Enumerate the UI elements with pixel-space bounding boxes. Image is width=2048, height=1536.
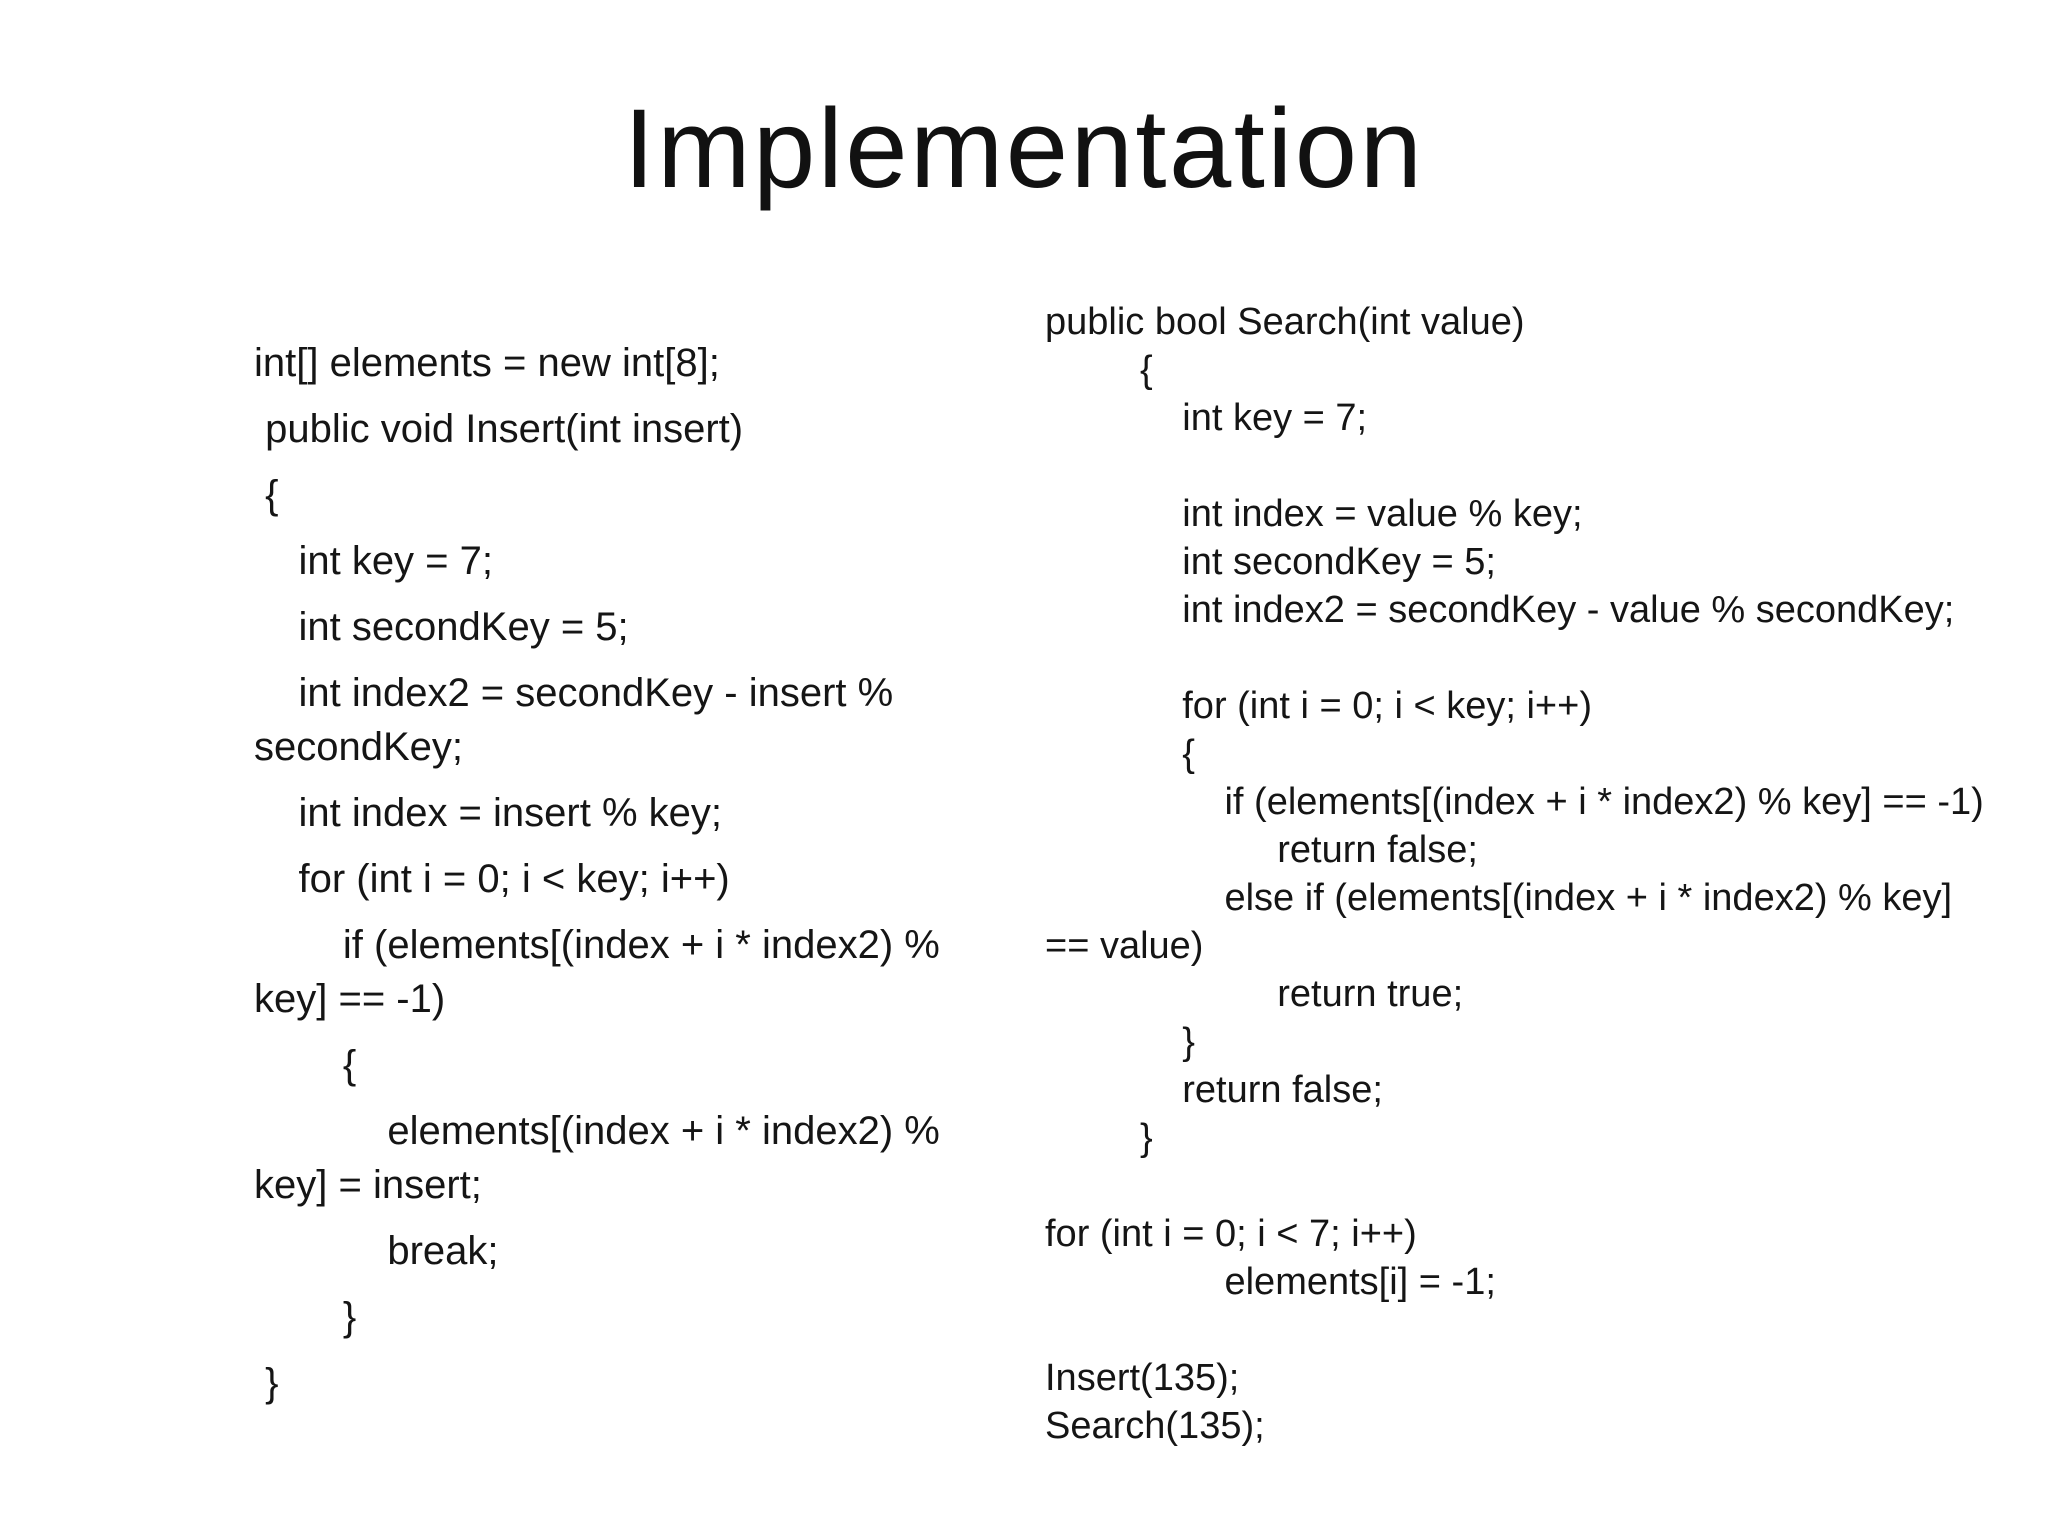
code-paragraph: int key = 7; (254, 539, 494, 583)
code-paragraph: for (int i = 0; i < key; i++) (254, 857, 730, 901)
code-paragraph: elements[(index + i * index2) % key] = i… (254, 1109, 940, 1207)
code-paragraph: int[] elements = new int[8]; (254, 341, 720, 385)
code-paragraph: public void Insert(int insert) (254, 407, 744, 451)
slide-title: Implementation (623, 86, 1425, 211)
insert-code-block: int[] elements = new int[8]; public void… (254, 336, 940, 1422)
code-paragraph: } (254, 1295, 357, 1339)
code-paragraph: } (254, 1361, 279, 1405)
code-paragraph: int index2 = secondKey - insert % second… (254, 671, 894, 769)
code-paragraph: public bool Search(int value) { int key … (1045, 301, 1984, 1447)
code-paragraph: { (254, 473, 279, 517)
code-paragraph: if (elements[(index + i * index2) % key]… (254, 923, 940, 1021)
code-paragraph: int index = insert % key; (254, 791, 722, 835)
code-paragraph: int secondKey = 5; (254, 605, 629, 649)
code-paragraph: { (254, 1043, 357, 1087)
code-paragraph: break; (254, 1229, 499, 1273)
search-code-block: public bool Search(int value) { int key … (1045, 298, 1984, 1450)
